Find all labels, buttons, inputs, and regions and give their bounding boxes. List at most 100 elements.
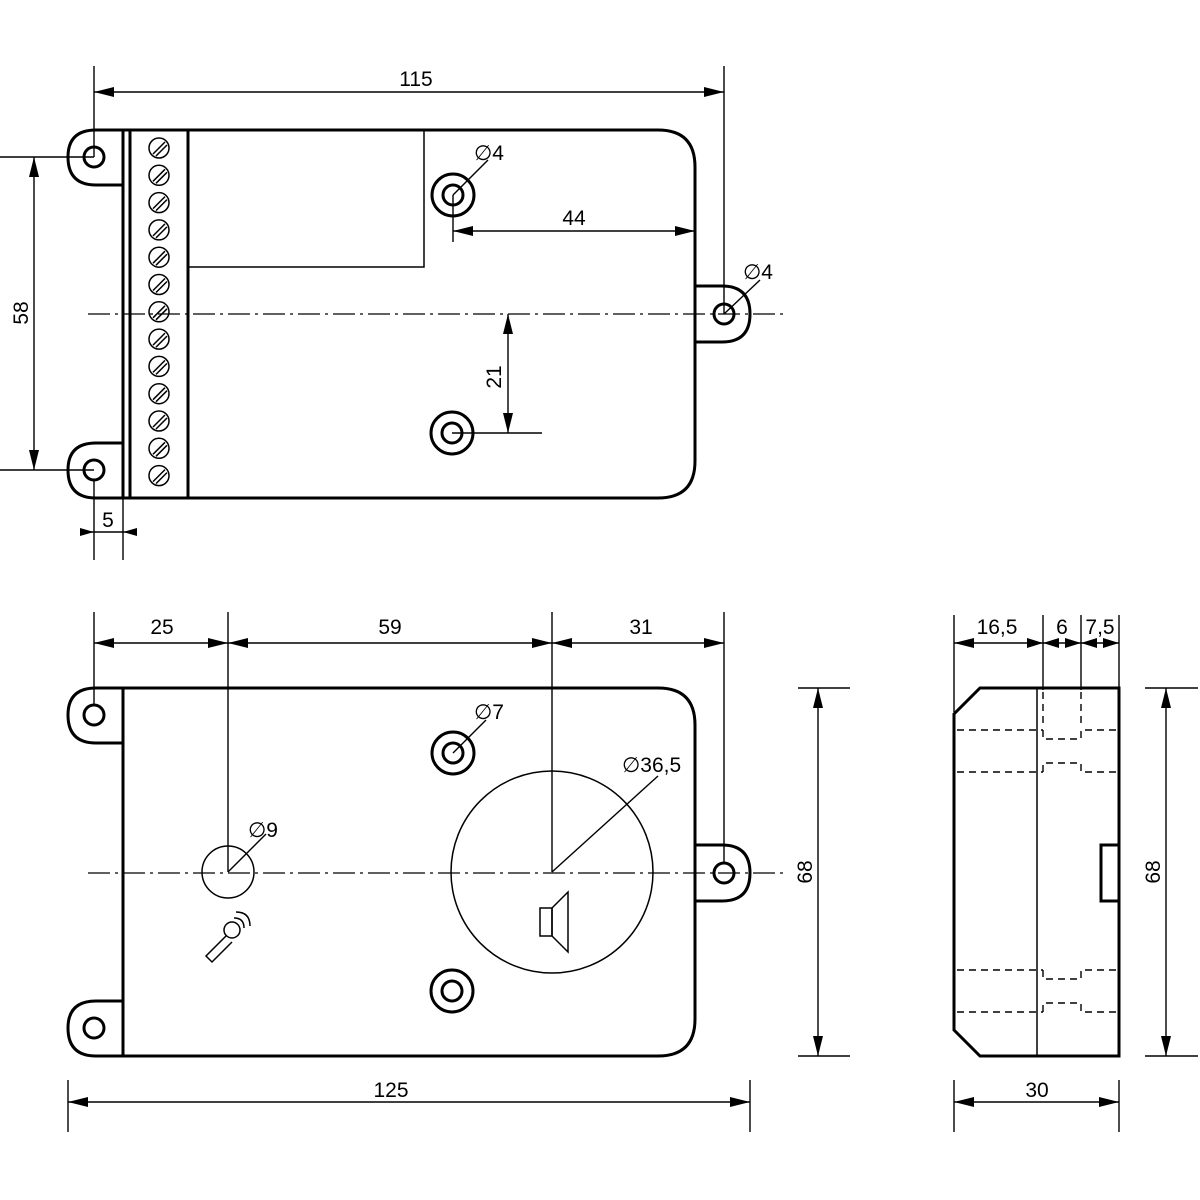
terminal-screw xyxy=(148,355,170,378)
arrowhead xyxy=(1065,638,1081,648)
terminal-screw-slot xyxy=(155,280,168,294)
microphone-icon xyxy=(204,911,251,964)
arrowhead xyxy=(503,314,513,334)
terminal-screw-slot xyxy=(155,226,168,239)
arrowhead xyxy=(813,1036,823,1056)
inner-module xyxy=(188,130,425,268)
terminal-screw-slot xyxy=(152,223,166,237)
mount-hole-bottom-left xyxy=(82,1016,106,1040)
terminal-screw xyxy=(148,191,170,214)
terminal-screw-slot xyxy=(152,305,166,319)
arrowhead xyxy=(123,528,137,536)
front-view-body xyxy=(121,686,697,1058)
terminal-screw xyxy=(148,382,170,405)
arrowhead xyxy=(813,688,823,708)
arrowhead xyxy=(1161,1036,1171,1056)
terminal-screw-slot xyxy=(155,199,168,212)
top-view: 115 58 5 44 21 ∅4 ∅4 xyxy=(0,66,785,560)
dim-text-7-5: 7,5 xyxy=(1085,616,1114,639)
arrowhead xyxy=(704,87,724,97)
terminal-screw xyxy=(148,410,170,432)
terminal-screw-slot xyxy=(155,472,168,485)
terminal-screw-slot xyxy=(155,335,168,348)
terminal-screw xyxy=(148,437,170,460)
arrowhead xyxy=(552,638,572,648)
terminal-screw-slot xyxy=(155,390,168,403)
arrowhead xyxy=(954,1097,974,1107)
arrowhead xyxy=(532,638,552,648)
terminal-screw xyxy=(148,464,170,487)
dim-text-125: 125 xyxy=(373,1079,408,1102)
arrowhead xyxy=(453,226,473,236)
arrowhead xyxy=(503,413,513,433)
arrowhead xyxy=(704,638,724,648)
terminal-screw-slot xyxy=(152,441,166,455)
terminal-screw xyxy=(148,137,170,159)
dim-text-68-side: 68 xyxy=(1142,860,1165,883)
speaker-icon xyxy=(539,890,569,954)
mount-hole-top-left xyxy=(82,703,106,727)
arrowhead xyxy=(1099,1097,1119,1107)
arrowhead xyxy=(1161,688,1171,708)
leader-line xyxy=(723,279,761,315)
leader-line xyxy=(227,833,267,873)
dim-text-hole-dia-a: ∅4 xyxy=(474,142,504,165)
hidden-lines xyxy=(957,692,1117,1013)
terminal-screw-slot xyxy=(152,196,166,210)
terminal-screw xyxy=(148,164,170,187)
dim-text-68: 68 xyxy=(794,860,817,883)
terminal-screws xyxy=(148,137,170,487)
dim-text-44: 44 xyxy=(562,207,586,230)
terminal-screw xyxy=(148,219,170,241)
dim-text-21: 21 xyxy=(483,365,506,388)
leader-line xyxy=(452,719,487,754)
mount-lug-right xyxy=(695,284,752,344)
dim-text-58: 58 xyxy=(10,301,33,324)
terminal-screw-slot xyxy=(155,362,168,375)
leader-line xyxy=(551,775,659,873)
mount-lug-right xyxy=(695,843,752,903)
arrowhead xyxy=(29,450,39,470)
dim-text-59: 59 xyxy=(378,616,401,639)
terminal-screw-slot xyxy=(152,168,166,182)
dim-text-hole-dia-b: ∅4 xyxy=(743,261,773,284)
arrowhead xyxy=(954,638,974,648)
terminal-screw-slot xyxy=(152,277,166,292)
mount-lug-top-left xyxy=(66,686,123,745)
front-view: 25 59 31 125 68 ∅7 ∅9 ∅36,5 xyxy=(66,612,850,1132)
terminal-screw-slot xyxy=(155,417,168,430)
arrowhead xyxy=(1027,638,1043,648)
arrowhead xyxy=(94,87,114,97)
mount-lug-bottom-left xyxy=(66,999,123,1058)
terminal-screw-slot xyxy=(152,469,166,483)
dim-text-31: 31 xyxy=(629,616,652,639)
arrowhead xyxy=(29,157,39,177)
arrowhead xyxy=(208,638,228,648)
terminal-screw xyxy=(148,273,170,296)
terminal-screw xyxy=(148,246,170,268)
top-view-body xyxy=(121,128,697,500)
dim-text-hole-dia: ∅7 xyxy=(474,701,504,724)
arrowhead xyxy=(1081,638,1097,648)
terminal-screw xyxy=(148,328,170,350)
side-view-connector xyxy=(1099,843,1121,903)
boss-upper xyxy=(430,730,476,776)
terminal-screw-slot xyxy=(155,444,168,457)
arrowhead xyxy=(228,638,248,648)
terminal-screw-slot xyxy=(152,332,166,346)
arrowhead xyxy=(730,1097,750,1107)
dim-text-115: 115 xyxy=(399,68,432,91)
terminal-screw-slot xyxy=(152,141,166,155)
terminal-screw-slot xyxy=(152,250,166,264)
dim-text-16-5: 16,5 xyxy=(977,616,1018,639)
terminal-screw-slot xyxy=(152,414,166,428)
dim-text-6: 6 xyxy=(1056,616,1068,639)
boss-upper-hole xyxy=(441,741,465,765)
dim-text-speaker-dia: ∅36,5 xyxy=(622,754,681,777)
terminal-screw-slot xyxy=(155,253,168,266)
dim-text-25: 25 xyxy=(150,616,173,639)
terminal-screw-slot xyxy=(152,387,166,401)
arrowhead xyxy=(68,1097,88,1107)
arrowhead xyxy=(1103,638,1119,648)
